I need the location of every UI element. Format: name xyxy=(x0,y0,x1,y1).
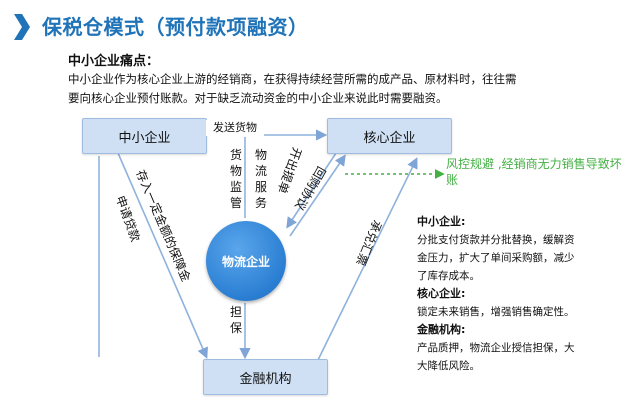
pain-line: 要向核心企业预付账款。对于缺乏流动资金的中小企业来说此时需要融资。 xyxy=(68,91,448,105)
benefit-line: 了库存成本。 xyxy=(417,270,480,282)
arrow-finance-to-core xyxy=(317,157,418,361)
benefits-panel: 中小企业: 分批支付货款并分批替换，缓解资 金压力，扩大了单间采购额，减少 了库… xyxy=(417,213,631,375)
arrow-sme-to-finance xyxy=(117,152,208,359)
benefit-line: 分批支付货款并分批替换，缓解资 xyxy=(417,234,575,246)
guarantee-label: 担保 xyxy=(229,305,242,335)
benefit-line: 金压力，扩大了单间采购额，减少 xyxy=(417,252,575,264)
benefit-line: 大降低风险。 xyxy=(417,360,480,372)
pain-description: 中小企业作为核心企业上游的经销商，在获得持续经营所需的成产品、原材料时，往往需 … xyxy=(68,70,624,108)
benefit-text-core: 锁定未来销售，增强销售确定性。 xyxy=(417,303,631,321)
logistics-enterprise-node: 物流企业 xyxy=(206,221,286,301)
arrow-core-to-logistics xyxy=(286,152,337,229)
benefit-line: 产品质押，物流企业授信担保，大 xyxy=(417,342,575,354)
arrow-logistics-to-core xyxy=(289,154,346,237)
benefit-text-sme: 分批支付货款并分批替换，缓解资 金压力，扩大了单间采购额，减少 了库存成本。 xyxy=(417,231,631,285)
pain-heading: 中小企业痛点： xyxy=(68,54,160,69)
benefit-text-finance: 产品质押，物流企业授信担保，大 大降低风险。 xyxy=(417,339,631,375)
ship-goods-label: 发送货物 xyxy=(206,120,264,136)
benefit-heading-sme: 中小企业: xyxy=(417,215,466,228)
pain-line: 中小企业作为核心企业上游的经销商，在获得持续经营所需的成产品、原材料时，往往需 xyxy=(68,72,517,86)
goods-supervision-label: 货物监管 xyxy=(229,148,242,210)
logistics-service-label: 物流服务 xyxy=(254,148,267,210)
chevron-right-icon xyxy=(14,14,30,40)
benefit-heading-core: 核心企业: xyxy=(417,287,466,300)
page-title: 保税仓模式（预付款项融资） xyxy=(42,15,309,39)
financial-institution-node: 金融机构 xyxy=(203,359,328,395)
benefit-heading-finance: 金融机构: xyxy=(417,323,466,336)
sme-node: 中小企业 xyxy=(82,118,207,154)
core-enterprise-node: 核心企业 xyxy=(327,118,452,154)
risk-warning-text: 风控规避 ,经销商无力销售导致坏账 xyxy=(446,157,622,187)
benefit-line: 锁定未来销售，增强销售确定性。 xyxy=(417,306,575,318)
